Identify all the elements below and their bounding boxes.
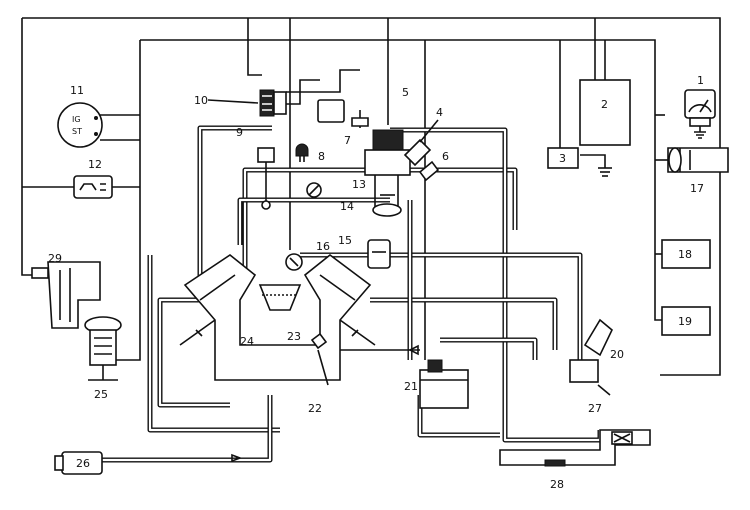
fuel-tank bbox=[419, 359, 469, 409]
label-19: 19 bbox=[678, 315, 692, 328]
control-module-12 bbox=[73, 175, 113, 199]
vacuum-gauge-14 bbox=[306, 182, 322, 198]
distributor bbox=[31, 261, 101, 329]
gauge-component bbox=[684, 89, 716, 139]
ignition-switch: IG ST bbox=[57, 102, 103, 148]
label-3: 3 bbox=[559, 152, 566, 165]
label-28: 28 bbox=[550, 478, 564, 491]
label-12: 12 bbox=[88, 158, 102, 171]
label-20: 20 bbox=[610, 348, 624, 361]
label-6: 6 bbox=[442, 150, 449, 163]
control-unit bbox=[579, 79, 631, 146]
coolant-sensor bbox=[310, 332, 329, 386]
label-22: 22 bbox=[308, 402, 322, 415]
label-10: 10 bbox=[194, 94, 208, 107]
air-intake-20 bbox=[583, 318, 613, 357]
label-16: 16 bbox=[316, 240, 330, 253]
label-14: 14 bbox=[340, 200, 354, 213]
canister-27 bbox=[569, 359, 611, 396]
label-8: 8 bbox=[318, 150, 325, 163]
vacuum-tank bbox=[317, 99, 345, 123]
exhaust-pipe bbox=[499, 429, 651, 467]
label-13: 13 bbox=[352, 178, 366, 191]
ignition-ig-text: IG bbox=[72, 115, 81, 124]
muffler bbox=[54, 451, 103, 475]
vacuum-fitting-7 bbox=[351, 117, 369, 127]
sensor-6 bbox=[418, 160, 440, 182]
label-23: 23 bbox=[287, 330, 301, 343]
label-7: 7 bbox=[344, 134, 351, 147]
idle-valve-4 bbox=[403, 138, 432, 167]
label-21: 21 bbox=[404, 380, 418, 393]
pcv-valve-15 bbox=[367, 239, 391, 269]
solenoid-valve-10 bbox=[259, 69, 360, 117]
label-17: 17 bbox=[690, 182, 704, 195]
airflow-sensor bbox=[667, 147, 729, 173]
hoses bbox=[100, 125, 603, 463]
throttle-body bbox=[364, 129, 411, 217]
label-15: 15 bbox=[338, 234, 352, 247]
component-box-19 bbox=[661, 306, 711, 336]
label-26: 26 bbox=[76, 457, 90, 470]
ignition-st-text: ST bbox=[72, 127, 82, 136]
relay-box bbox=[547, 147, 579, 169]
label-1: 1 bbox=[697, 74, 704, 87]
label-25: 25 bbox=[94, 388, 108, 401]
wiring bbox=[21, 17, 721, 376]
thermo-valve-9 bbox=[257, 147, 275, 210]
label-2: 2 bbox=[601, 98, 608, 111]
egr-valve bbox=[84, 316, 122, 381]
label-18: 18 bbox=[678, 248, 692, 261]
label-9: 9 bbox=[236, 126, 243, 139]
label-11: 11 bbox=[70, 84, 84, 97]
component-box-18 bbox=[661, 239, 711, 269]
label-24: 24 bbox=[240, 335, 254, 348]
label-27: 27 bbox=[588, 402, 602, 415]
label-4: 4 bbox=[436, 106, 443, 119]
sensor-16 bbox=[285, 253, 303, 271]
engine-block bbox=[179, 253, 376, 381]
label-5: 5 bbox=[402, 86, 409, 99]
check-valve-8 bbox=[295, 143, 309, 162]
label-29: 29 bbox=[48, 252, 62, 265]
